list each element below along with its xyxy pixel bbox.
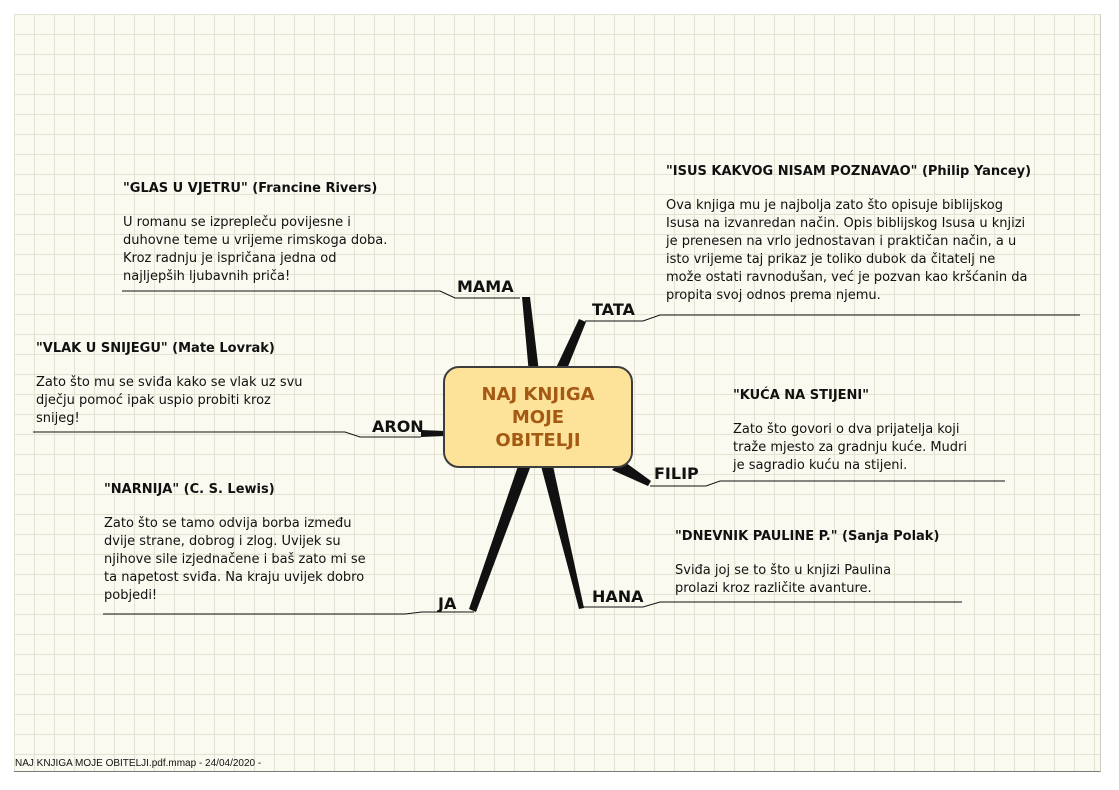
note-title-aron: "VLAK U SNIJEGU" (Mate Lovrak) <box>36 341 275 356</box>
note-title-hana: "DNEVNIK PAULINE P." (Sanja Polak) <box>675 529 940 544</box>
connector-hana <box>582 601 962 608</box>
connector-filip <box>650 480 1005 487</box>
branch-label-aron[interactable]: ARON <box>372 417 424 436</box>
central-topic[interactable]: NAJ KNJIGA MOJE OBITELJI <box>443 366 633 468</box>
note-body-mama: U romanu se izprepleču povijesne i duhov… <box>123 215 388 284</box>
note-title-filip: "KUĆA NA STIJENI" <box>733 388 870 403</box>
branch-label-hana[interactable]: HANA <box>592 587 644 606</box>
note-mama: "GLAS U VJETRU" (Francine Rivers) U roma… <box>123 180 387 286</box>
note-body-filip: Zato što govori o dva prijatelja koji tr… <box>733 422 967 473</box>
note-hana: "DNEVNIK PAULINE P." (Sanja Polak) Sviđa… <box>675 528 939 598</box>
note-title-tata: "ISUS KAKVOG NISAM POZNAVAO" (Philip Yan… <box>666 164 1032 179</box>
note-aron: "VLAK U SNIJEGU" (Mate Lovrak) Zato što … <box>36 340 303 428</box>
note-body-tata: Ova knjiga mu je najbolja zato što opisu… <box>666 198 1028 303</box>
connector-mama <box>122 290 520 299</box>
branch-wedge-ja <box>469 466 530 612</box>
connector-tata <box>585 314 1080 322</box>
branch-wedge-mama <box>522 297 539 374</box>
branch-label-tata[interactable]: TATA <box>592 300 635 319</box>
note-tata: "ISUS KAKVOG NISAM POZNAVAO" (Philip Yan… <box>666 163 1031 305</box>
note-body-aron: Zato što mu se sviđa kako se vlak uz svu… <box>36 375 303 426</box>
note-body-ja: Zato što se tamo odvija borba između dvi… <box>104 516 366 603</box>
connector-ja <box>103 611 474 615</box>
branch-wedge-hana <box>541 466 584 609</box>
branch-label-filip[interactable]: FILIP <box>654 464 699 483</box>
note-body-hana: Sviđa joj se to što u knjizi Paulina pro… <box>675 563 892 596</box>
central-topic-title: NAJ KNJIGA MOJE OBITELJI <box>481 383 595 451</box>
connector-aron <box>33 431 421 438</box>
note-filip: "KUĆA NA STIJENI" Zato što govori o dva … <box>733 387 967 475</box>
branch-wedge-aron <box>421 430 445 437</box>
branch-label-ja[interactable]: JA <box>438 594 457 613</box>
note-title-mama: "GLAS U VJETRU" (Francine Rivers) <box>123 181 378 196</box>
footer-filename: NAJ KNJIGA MOJE OBITELJI.pdf.mmap - 24/0… <box>15 758 262 769</box>
note-ja: "NARNIJA" (C. S. Lewis) Zato što se tamo… <box>104 481 366 605</box>
branch-label-mama[interactable]: MAMA <box>457 277 514 296</box>
note-title-ja: "NARNIJA" (C. S. Lewis) <box>104 482 275 497</box>
branch-wedge-tata <box>555 319 586 374</box>
